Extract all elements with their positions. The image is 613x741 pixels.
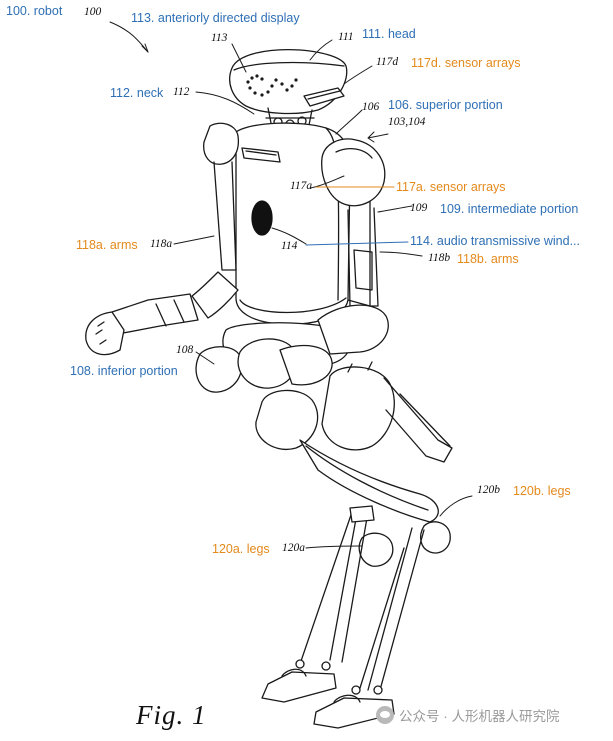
ref-103-104: 103,104 (388, 116, 426, 128)
ref-100: 100 (84, 6, 102, 18)
ref-120a: 120a (282, 542, 305, 554)
watermark: 公众号 · 人形机器人研究院 (376, 705, 560, 725)
label-arms-118b: 118b. arms (457, 252, 519, 266)
ref-117a: 117a (290, 180, 313, 192)
ref-113: 113 (211, 32, 228, 44)
label-head: 111. head (362, 27, 416, 41)
ref-118b: 118b (428, 252, 451, 264)
label-robot: 100. robot (6, 4, 63, 18)
label-legs-120b: 120b. legs (513, 484, 571, 498)
robot-torso (235, 122, 371, 325)
robot-arm-right (321, 138, 386, 307)
figure-caption: Fig. 1 (136, 700, 207, 730)
ref-108: 108 (176, 344, 194, 356)
label-arms-118a: 118a. arms (76, 238, 138, 252)
wechat-logo-icon (376, 706, 394, 724)
robot-hips (195, 304, 389, 393)
label-inferior: 108. inferior portion (70, 364, 178, 378)
label-display: 113. anteriorly directed display (131, 11, 300, 25)
label-legs-120a: 120a. legs (212, 542, 270, 556)
label-intermediate: 109. intermediate portion (440, 202, 579, 216)
label-audio-window: 114. audio transmissive wind... (410, 234, 580, 248)
ref-112: 112 (173, 86, 190, 98)
ref-111: 111 (338, 31, 354, 43)
ref-106: 106 (362, 101, 380, 113)
robot-arm-left (85, 122, 240, 356)
label-neck: 112. neck (110, 86, 164, 100)
face-dots (246, 74, 298, 97)
robot-legs (255, 361, 453, 729)
ref-109: 109 (410, 202, 428, 214)
watermark-text: 公众号 · 人形机器人研究院 (399, 709, 560, 724)
ref-117d: 117d (376, 56, 399, 68)
robot-head (229, 48, 348, 115)
label-sensor-117a: 117a. sensor arrays (396, 180, 506, 194)
label-superior: 106. superior portion (388, 98, 503, 112)
ref-114: 114 (281, 240, 298, 252)
label-sensor-117d: 117d. sensor arrays (411, 56, 521, 70)
ref-118a: 118a (150, 238, 173, 250)
leader-lines (109, 21, 473, 549)
ref-120b: 120b (477, 484, 500, 496)
